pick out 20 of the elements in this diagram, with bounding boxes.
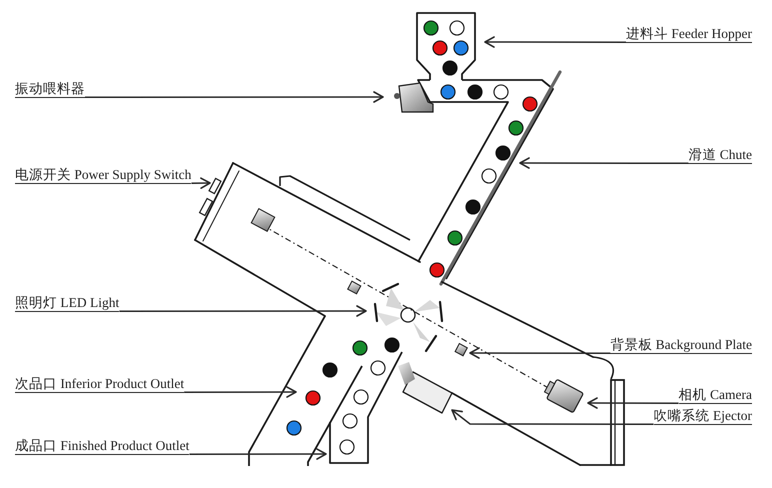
- leader-line: [189, 448, 327, 460]
- part-label: 照明灯 LED Light: [15, 295, 120, 312]
- part-label: 相机 Camera: [678, 387, 752, 404]
- part-label: 电源开关 Power Supply Switch: [15, 167, 192, 184]
- part-label: 次品口 Inferior Product Outlet: [15, 376, 184, 393]
- leader-line: [119, 305, 367, 317]
- part-label: 背景板 Background Plate: [610, 337, 752, 354]
- leader-line: [587, 397, 679, 409]
- leader-line: [191, 177, 211, 189]
- part-label: 吹嘴系统 Ejector: [654, 408, 752, 425]
- part-label: 进料斗 Feeder Hopper: [626, 26, 752, 43]
- leader-line: [469, 347, 610, 359]
- part-label: 成品口 Finished Product Outlet: [15, 438, 190, 455]
- leader-line: [184, 386, 297, 398]
- part-label: 振动喂料器: [15, 81, 85, 98]
- leader-line: [519, 157, 688, 169]
- leader-line: [451, 409, 654, 426]
- part-label: 滑道 Chute: [688, 147, 752, 164]
- leader-line: [85, 91, 384, 103]
- leader-line: [484, 36, 626, 48]
